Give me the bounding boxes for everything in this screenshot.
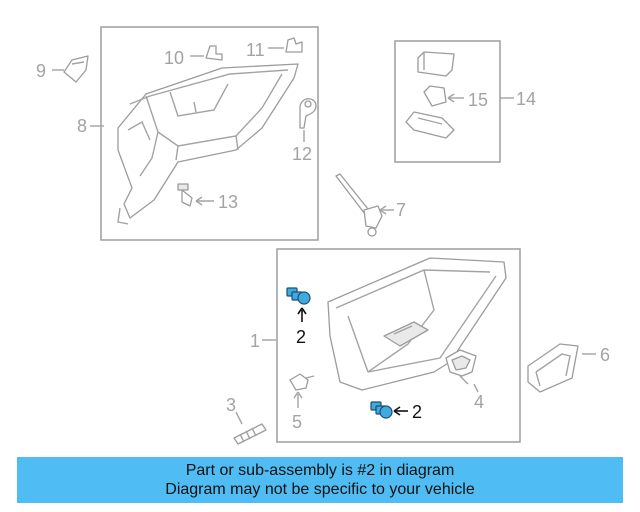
part-6-tray — [527, 343, 579, 393]
part-2-fastener-upper — [286, 287, 311, 305]
assembly-frame-8 — [100, 26, 319, 241]
callout-5: 5 — [292, 412, 302, 432]
part-3-pin — [233, 423, 267, 445]
assembly-frame-1 — [276, 248, 521, 443]
callout-2-upper: 2 — [296, 327, 306, 347]
part-4-latch — [445, 349, 477, 385]
part-9-clip — [63, 55, 89, 83]
callout-1: 1 — [250, 331, 260, 351]
callout-11: 11 — [246, 40, 265, 60]
callout-14: 14 — [516, 89, 536, 109]
part-2-fastener-lower — [370, 401, 393, 419]
callout-10: 10 — [164, 48, 184, 68]
part-14-lamp-assembly — [405, 51, 455, 139]
callout-8: 8 — [77, 116, 87, 136]
part-12-hook — [299, 98, 317, 129]
part-5-bumper — [289, 373, 315, 391]
part-10-bracket — [205, 45, 223, 61]
callout-6: 6 — [600, 345, 610, 365]
assembly-frame-14 — [394, 40, 501, 163]
info-banner: Part or sub-assembly is #2 in diagram Di… — [17, 457, 623, 503]
callout-7: 7 — [396, 200, 406, 220]
part-11-bracket — [285, 37, 303, 53]
part-7-damper — [335, 173, 383, 237]
part-1-glove-box-door — [327, 257, 507, 391]
callout-9: 9 — [36, 61, 46, 81]
callout-13: 13 — [218, 192, 238, 212]
banner-line-1: Part or sub-assembly is #2 in diagram — [185, 462, 455, 479]
callout-3: 3 — [226, 395, 236, 415]
callout-12: 12 — [292, 144, 312, 164]
part-13-fastener — [177, 183, 193, 207]
callout-15: 15 — [468, 90, 488, 110]
callout-4: 4 — [474, 392, 484, 412]
banner-line-2: Diagram may not be specific to your vehi… — [165, 481, 475, 498]
part-8-glove-box-housing — [117, 63, 299, 225]
callout-2-lower: 2 — [412, 402, 422, 422]
